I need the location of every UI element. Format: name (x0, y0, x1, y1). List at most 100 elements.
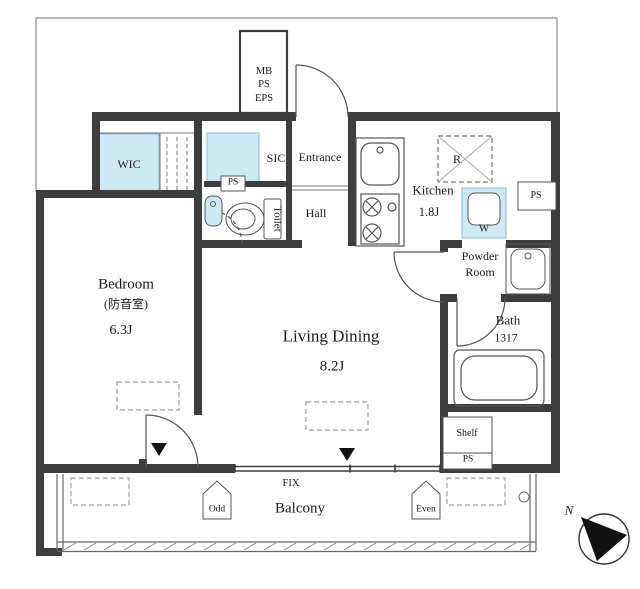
label-shelf: Shelf (456, 428, 478, 439)
label-washer: W (478, 222, 490, 235)
label-kitchen: Kitchen (412, 182, 454, 198)
label-living: Living Dining (282, 326, 380, 346)
wall-bath-bottom (440, 404, 560, 412)
label-fix: FIX (282, 477, 300, 489)
wall-powder-bath-a (440, 294, 457, 302)
washer (467, 192, 501, 226)
toilet-sink (204, 195, 223, 227)
label-ps-mid: PS (227, 177, 239, 188)
label-north: N (564, 502, 574, 518)
shaft-mb-ps-eps (238, 29, 289, 115)
windows (234, 464, 441, 473)
label-powder-1: Powder (461, 249, 499, 263)
burner-2 (362, 223, 382, 243)
compass-circle (578, 513, 630, 565)
wall-powder-bath-b (501, 294, 560, 302)
label-hall: Hall (305, 206, 327, 220)
toilet-bowl (225, 202, 265, 236)
bath-door-arc (456, 297, 506, 347)
label-ps-top-right: PS (530, 190, 542, 201)
wic-fill (97, 133, 160, 194)
even-pole-stand (411, 480, 441, 520)
label-balcony: Balcony (275, 500, 325, 517)
fridge-space (437, 135, 493, 183)
label-fridge: R (452, 152, 462, 166)
label-wic: WIC (117, 157, 141, 171)
ps-bottom-box (442, 452, 493, 470)
wall-bedroom-top (36, 190, 201, 198)
label-entrance: Entrance (298, 150, 342, 164)
entrance-step (292, 185, 348, 191)
toilet-sink-faucet (210, 201, 216, 207)
ps-top-right-box (517, 181, 557, 211)
wall-right-outer (551, 112, 560, 472)
living-light (305, 401, 369, 431)
ps-mid-box (220, 175, 246, 192)
sic-fill (206, 132, 260, 184)
sliding-window (350, 464, 440, 473)
label-bath: Bath (495, 312, 521, 328)
balcony-box-left (70, 477, 130, 506)
powder-door-arc (393, 251, 445, 303)
building-outline (35, 17, 558, 192)
balcony-outline (56, 474, 537, 553)
label-bedroom-note: (防音室) (104, 297, 148, 311)
shelf-box (442, 416, 493, 454)
balcony-box-right (446, 477, 506, 506)
wall-bottom-left (36, 464, 235, 473)
laundry-pole-stands (202, 480, 441, 520)
vanity (505, 243, 551, 295)
label-ps-shaft: PS (258, 78, 270, 90)
kitchen-faucet (376, 146, 384, 154)
wall-powder-left-a (440, 240, 448, 252)
burner-3 (387, 202, 397, 212)
kitchen-sink (360, 142, 400, 186)
wall-left-outer (36, 190, 44, 556)
toilet-fixtures (204, 195, 282, 240)
wall-sic-toilet (204, 181, 290, 187)
bedroom-marker-triangle (151, 443, 167, 456)
label-bath-size: 1317 (494, 332, 518, 345)
toilet-seat (230, 208, 256, 230)
shelf-ps-column (442, 416, 493, 470)
wall-top-right (348, 112, 560, 121)
compass (578, 513, 630, 565)
label-bedroom: Bedroom (98, 276, 154, 293)
wall-wic-left (92, 112, 100, 198)
wall-entrance-right (348, 112, 356, 246)
wall-kitchen-powder-a (440, 240, 462, 248)
stove (360, 193, 400, 245)
bedroom-light (116, 381, 180, 411)
north-arrow-icon (581, 517, 627, 561)
bedroom-door-arc (145, 414, 199, 468)
ceiling-lights (70, 381, 506, 506)
odd-pole-stand (202, 480, 232, 520)
burner-1 (362, 197, 382, 217)
bathtub (453, 349, 545, 407)
label-bedroom-size: 6.3J (109, 323, 133, 338)
hanger-strip (166, 137, 188, 191)
wall-powder-left-b (440, 300, 448, 464)
wall-bottom-right (440, 464, 560, 473)
label-ps-bottom: PS (462, 454, 474, 465)
balcony-railing-hatch (63, 542, 531, 551)
wall-balcony-corner (36, 548, 62, 556)
bedroom-door-jamb (139, 459, 147, 469)
window-marker-triangle (339, 448, 355, 461)
label-living-size: 8.2J (319, 358, 345, 375)
marker-triangles (151, 443, 355, 461)
label-powder-2: Room (465, 265, 495, 279)
label-mb: MB (255, 65, 273, 77)
label-toilet: Toilet (271, 206, 284, 232)
doors (145, 64, 506, 468)
fix-window (235, 465, 350, 472)
wall-toilet-bottom (194, 240, 302, 248)
label-even: Even (416, 504, 436, 515)
wall-entrance-left (286, 112, 292, 248)
entrance-door-arc (295, 64, 349, 118)
label-kitchen-size: 1.8J (418, 204, 440, 219)
vanity-faucet (524, 252, 532, 260)
label-odd: Odd (208, 504, 226, 515)
